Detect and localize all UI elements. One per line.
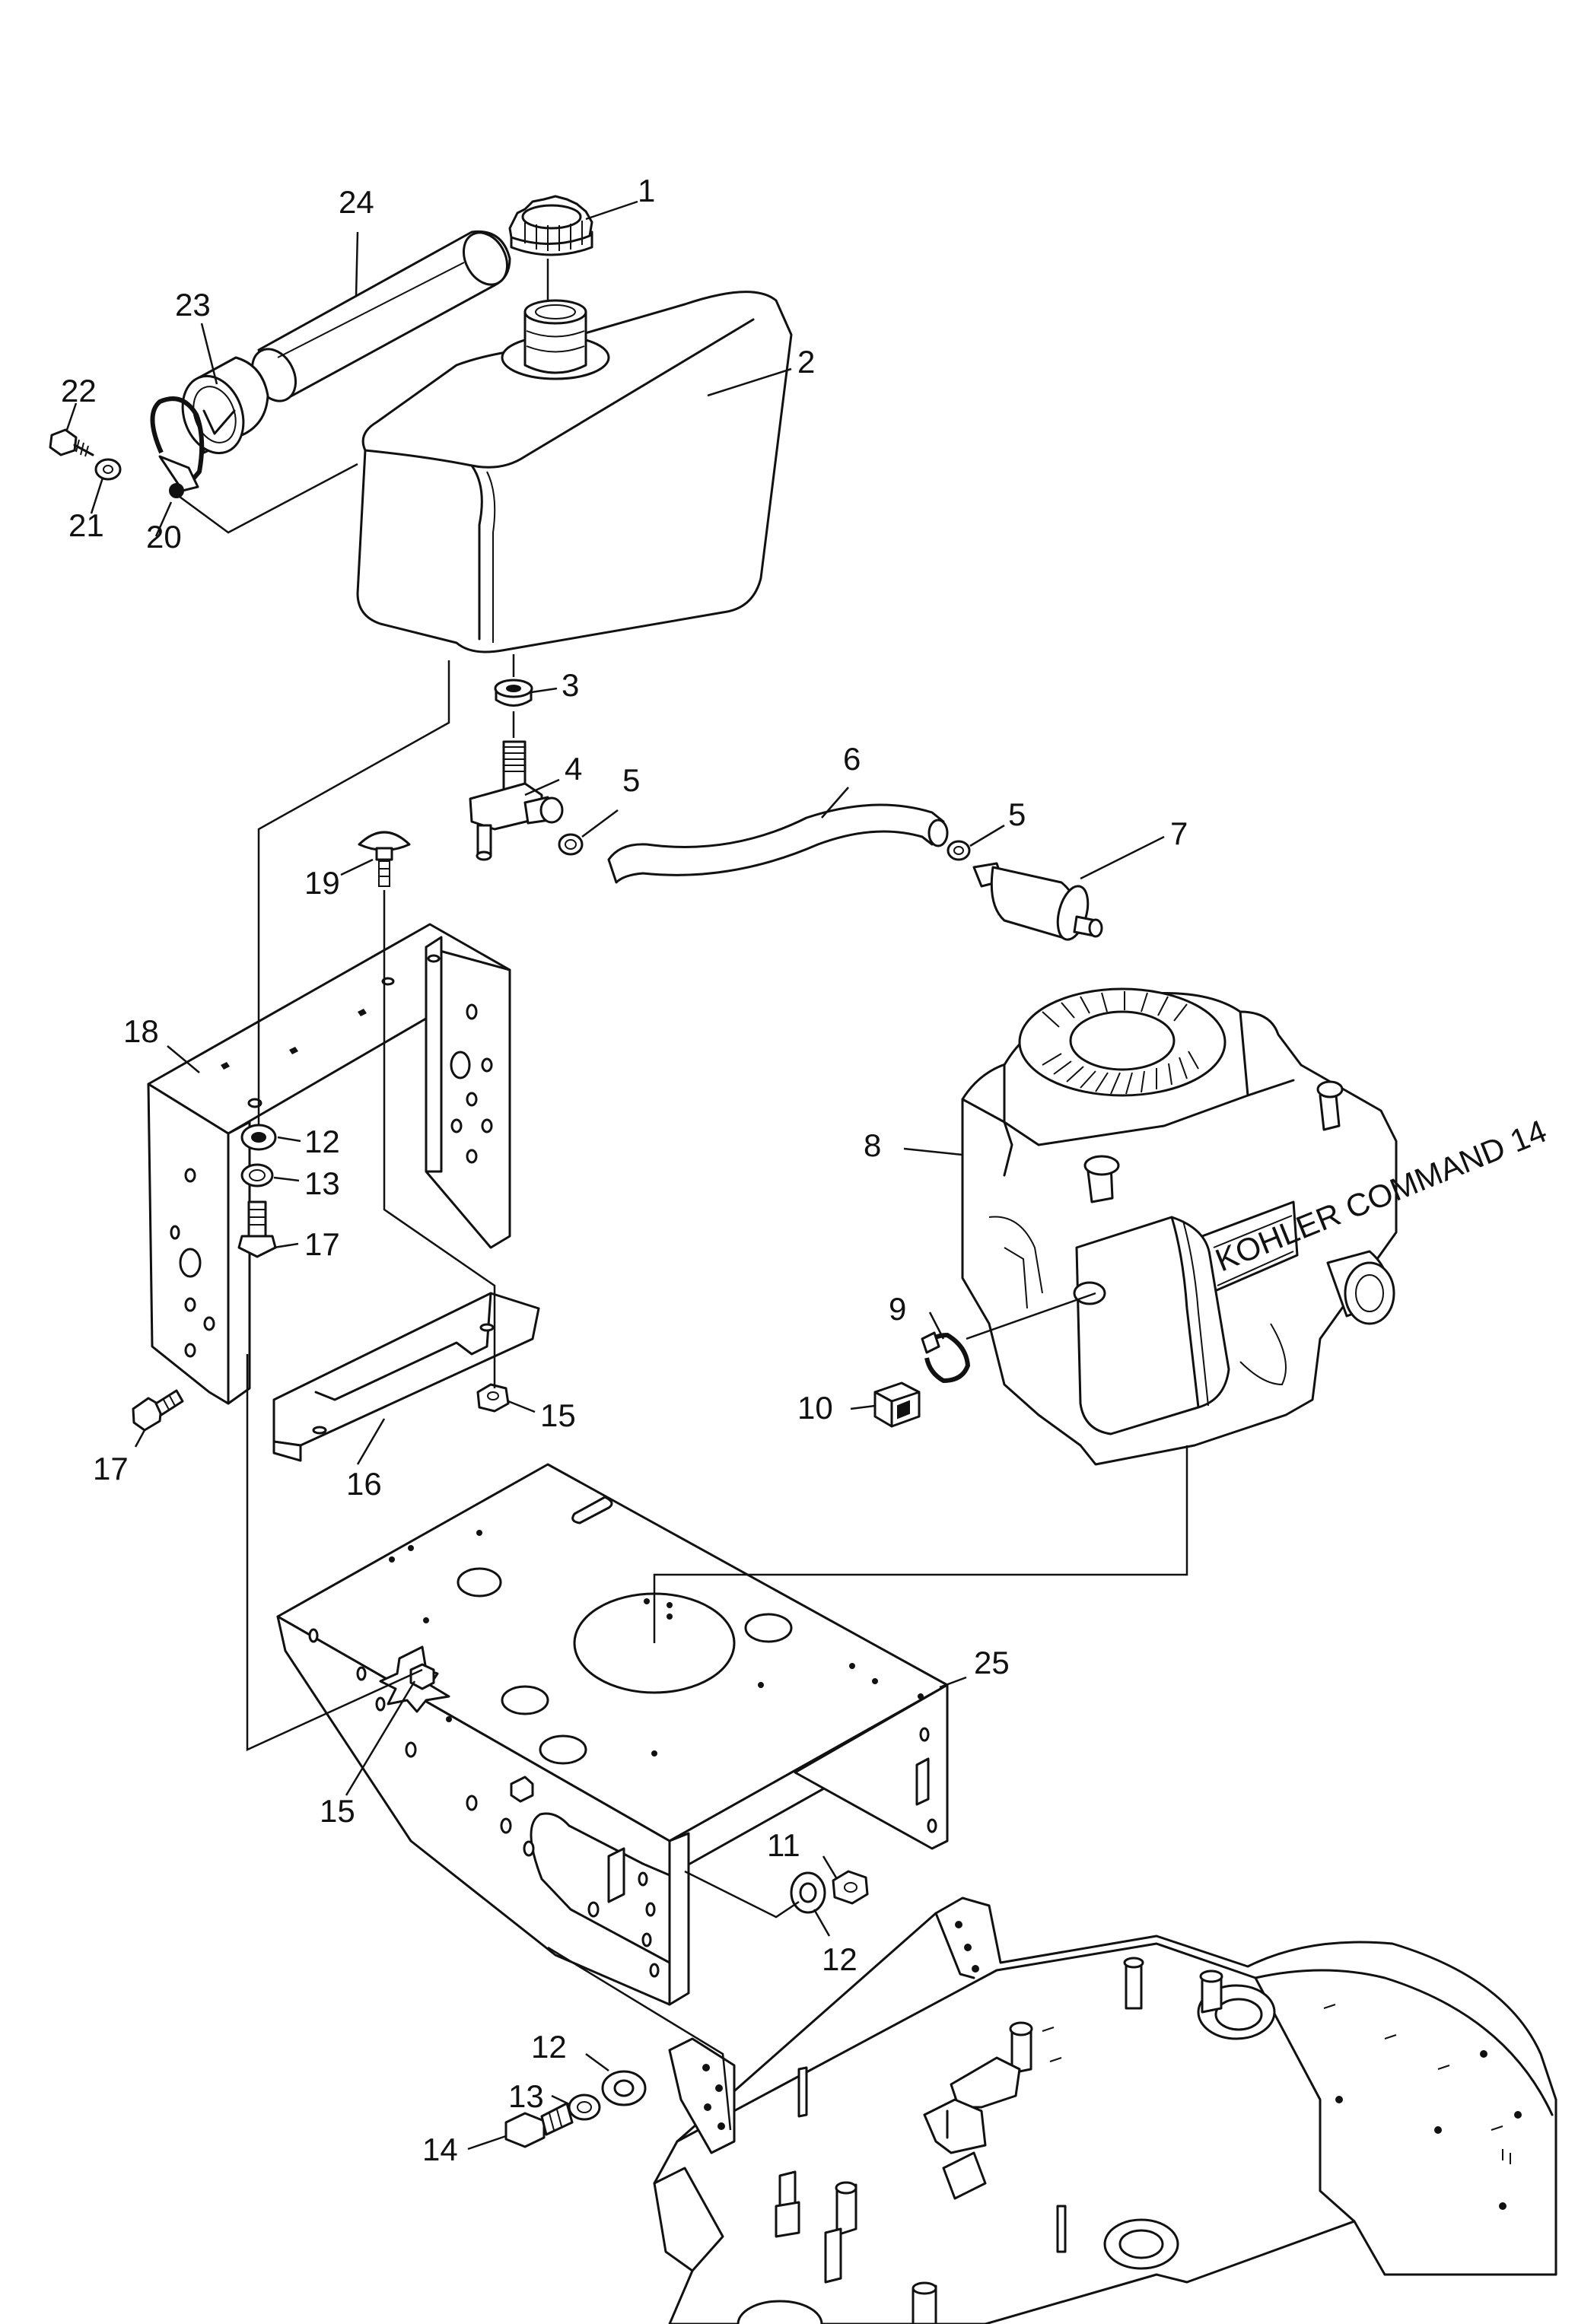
callout-13b: 13 [508,2078,544,2114]
callout-12c: 12 [531,2029,567,2065]
engine-mount-deck [276,1463,949,2006]
callout-6: 6 [843,741,861,777]
carriage-bolt [358,831,411,887]
callout-4: 4 [565,751,582,787]
fuel-cap [508,195,593,256]
callout-13a: 13 [304,1165,340,1201]
tank-support-bracket [147,923,511,1405]
flat-washer-upper [240,1124,277,1151]
clamp-screw [49,428,94,457]
callout-24: 24 [339,184,374,220]
bracket-bolt-vertical [237,1200,277,1258]
callout-20: 20 [146,519,182,555]
hex-nut-plate [476,1383,510,1413]
assembly-lines [176,259,1188,2131]
callout-1: 1 [638,173,655,208]
mower-chassis [653,1896,1557,2324]
callout-25: 25 [974,1645,1010,1680]
shutoff-valve [469,740,564,861]
callout-10: 10 [797,1390,833,1426]
callout-18: 18 [123,1013,159,1049]
callout-16: 16 [346,1466,382,1502]
fuel-filter [972,862,1103,941]
lock-washer-upper [240,1163,274,1187]
mounting-plate [272,1292,540,1462]
callout-5a: 5 [622,762,640,798]
callout-7: 7 [1170,815,1188,851]
callout-21: 21 [68,507,104,543]
hex-bolt-lower [504,2102,574,2148]
callout-15a: 15 [540,1397,576,1433]
callout-15b: 15 [320,1793,355,1829]
callout-12b: 12 [822,1941,857,1977]
callout-8: 8 [864,1127,881,1163]
callout-3: 3 [562,667,579,703]
hex-nut-deck [832,1870,869,1905]
bracket-bolt-side [132,1389,184,1432]
flat-washer-lower [601,2070,647,2106]
flat-washer-deck [790,1871,826,1914]
callout-5b: 5 [1008,796,1026,832]
callout-11: 11 [767,1827,800,1863]
tank-grommet [494,679,533,707]
callout-17b: 17 [93,1451,129,1486]
sight-tube-ring [181,356,269,455]
leader-lines [65,200,1165,2151]
engine: KOHLER COMMAND 14 [961,987,1551,1466]
callout-labels: 1 2 3 4 5 5 6 7 8 9 10 11 12 12 12 13 13… [61,173,1188,2167]
callout-14: 14 [422,2132,458,2167]
tank-clamp [150,396,205,498]
callout-9: 9 [889,1291,906,1327]
hose-clamp-left [558,833,584,856]
callout-19: 19 [304,865,340,901]
clamp-washer [94,458,122,481]
callout-12a: 12 [304,1124,340,1159]
callout-2: 2 [797,344,815,380]
hose-clamp-engine [921,1331,970,1383]
callout-23: 23 [175,287,211,323]
fuel-tank [356,291,793,653]
callout-17a: 17 [304,1226,340,1262]
wire-connector [873,1381,921,1428]
lock-washer-lower [568,2094,601,2121]
callout-22: 22 [61,373,97,409]
hose-clamp-right [947,840,971,861]
fuel-line-hose [607,803,949,884]
